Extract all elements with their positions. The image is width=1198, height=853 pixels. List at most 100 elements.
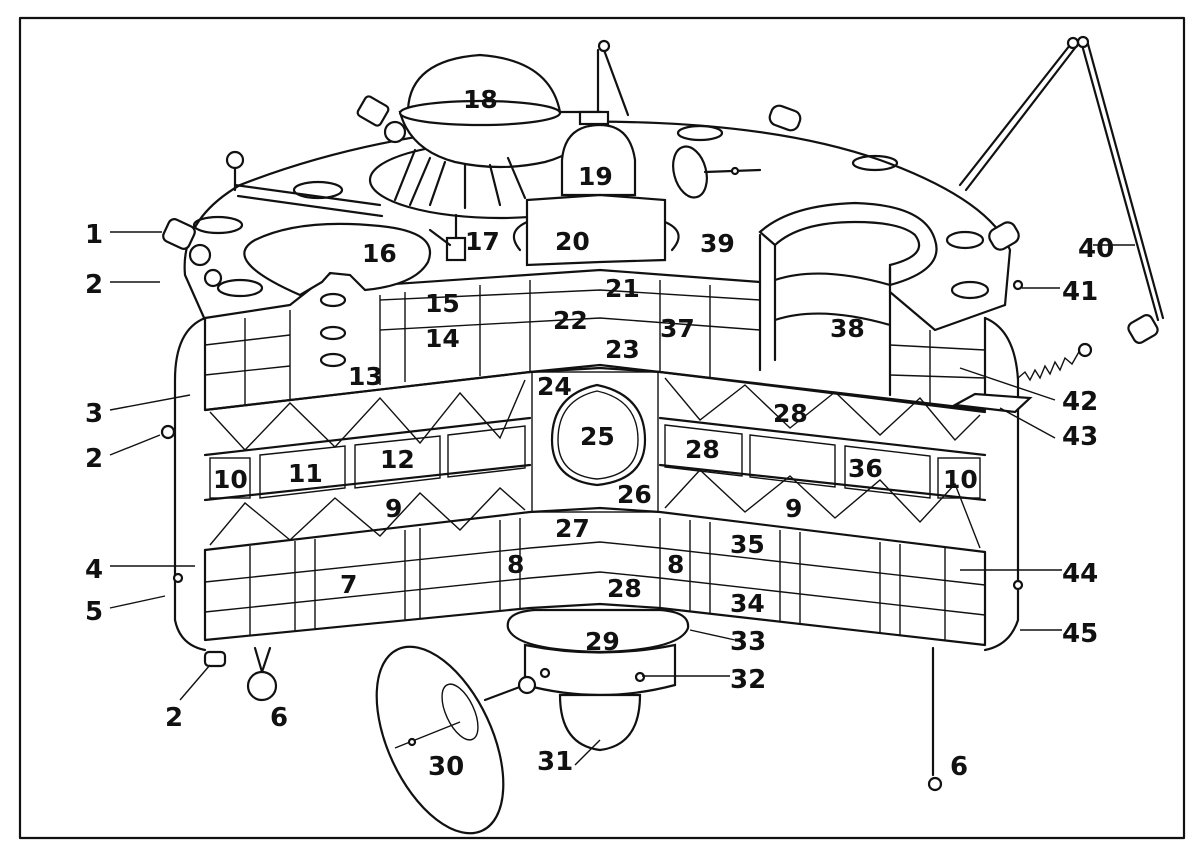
- lower-grid: [204, 541, 986, 616]
- box-10-right: [937, 457, 981, 499]
- callout-40: 40: [1078, 234, 1114, 264]
- label-13: 13: [348, 362, 383, 391]
- camera-base: [383, 120, 407, 144]
- deck-port: [192, 215, 244, 235]
- label-7: 7: [340, 570, 357, 599]
- label-21: 21: [605, 274, 640, 303]
- upper-grid-vert: [244, 280, 931, 406]
- tower-cap: [578, 110, 610, 126]
- deck-sensor: [768, 104, 802, 132]
- label-16: 16: [362, 239, 397, 268]
- boom-40-joint: [1076, 35, 1090, 49]
- ring-29: [506, 608, 690, 654]
- drum-29: [523, 643, 677, 697]
- callout-3: 3: [85, 399, 103, 429]
- callout-44: 44: [1062, 559, 1098, 589]
- label-19: 19: [578, 162, 613, 191]
- antenna-tip: [597, 39, 611, 53]
- x-band-top: [203, 366, 987, 414]
- callout-leaders: [109, 231, 1135, 766]
- callout-2: 2: [85, 444, 103, 474]
- dome-18-brim: [398, 99, 562, 127]
- lower-band: [203, 548, 987, 647]
- horn-antenna: [672, 145, 708, 199]
- deck-port: [216, 278, 264, 298]
- boom-40-sensor: [1127, 314, 1159, 344]
- label-12: 12: [380, 445, 415, 474]
- truss-left-upper: [209, 379, 526, 452]
- box-36: [844, 445, 931, 499]
- box-28-mid: [664, 424, 743, 477]
- sensor-near-40: [988, 221, 1020, 251]
- label-22: 22: [553, 306, 588, 335]
- cutout-38-rim: [758, 201, 938, 287]
- label-8: 8: [507, 550, 524, 579]
- label-29: 29: [585, 627, 620, 656]
- camera-1-mount: [188, 243, 212, 267]
- label-36: 36: [848, 454, 883, 483]
- thruster-2-bottom: [203, 650, 227, 668]
- handle-left: [512, 220, 529, 252]
- label-27: 27: [555, 514, 590, 543]
- deck-port: [945, 230, 985, 250]
- label-28: 28: [685, 435, 720, 464]
- x-band-bottom: [203, 506, 987, 554]
- truss-right-upper: [664, 377, 981, 442]
- truss-left-lower: [209, 487, 526, 546]
- label-28: 28: [607, 574, 642, 603]
- box-10-left: [209, 457, 251, 499]
- ring-25-inner: [557, 390, 639, 480]
- dish-30-joint: [517, 675, 537, 695]
- camera-1: [162, 218, 196, 250]
- label-11: 11: [288, 459, 323, 488]
- label-24: 24: [537, 372, 572, 401]
- antenna-mast-2: [602, 48, 630, 117]
- label-38: 38: [830, 314, 865, 343]
- truss-right-lower: [664, 469, 981, 549]
- dish-30-probe: [394, 721, 461, 749]
- label-26: 26: [617, 480, 652, 509]
- callout-1: 1: [85, 220, 103, 250]
- label-8: 8: [667, 550, 684, 579]
- dish-30-feed: [441, 683, 479, 741]
- dish-30-probe-tip: [407, 737, 417, 747]
- cylinder-17-arm: [428, 228, 452, 247]
- cylinder-17: [445, 236, 467, 262]
- probe-6-left-stem: [253, 646, 272, 674]
- callout-4: 4: [85, 555, 103, 585]
- callout-6: 6: [950, 752, 968, 782]
- port-44: [1012, 579, 1024, 591]
- dome-18: [406, 53, 562, 114]
- callout-6: 6: [270, 703, 288, 733]
- label-18: 18: [463, 85, 498, 114]
- deck-port: [950, 280, 990, 300]
- cutout-38-wall: [758, 233, 892, 397]
- upper-grid: [204, 289, 986, 379]
- port-5: [172, 572, 184, 584]
- boom-40-arm-b: [1080, 42, 1165, 322]
- callout-42: 42: [1062, 387, 1098, 417]
- spring-42-end: [1077, 342, 1093, 358]
- slot-13b: [319, 352, 347, 368]
- horn-probe-tip: [730, 166, 740, 176]
- hemisphere-31: [558, 693, 642, 752]
- probe-6-left: [246, 670, 278, 702]
- center-column: [531, 371, 659, 513]
- port-41: [1012, 279, 1024, 291]
- label-9: 9: [385, 494, 402, 523]
- label-17: 17: [465, 227, 500, 256]
- top-deck-front-right: [888, 290, 1007, 332]
- label-23: 23: [605, 335, 640, 364]
- deck-port: [676, 124, 724, 142]
- box-12: [354, 435, 441, 489]
- callout-30: 30: [428, 752, 464, 782]
- ring-25: [550, 383, 647, 487]
- stud-32: [634, 671, 646, 683]
- thruster-2-top: [203, 268, 223, 288]
- label-35: 35: [730, 530, 765, 559]
- label-28: 28: [773, 399, 808, 428]
- callout-2: 2: [85, 270, 103, 300]
- boom-40-joint: [1066, 36, 1080, 50]
- side-right-edge: [983, 316, 1020, 652]
